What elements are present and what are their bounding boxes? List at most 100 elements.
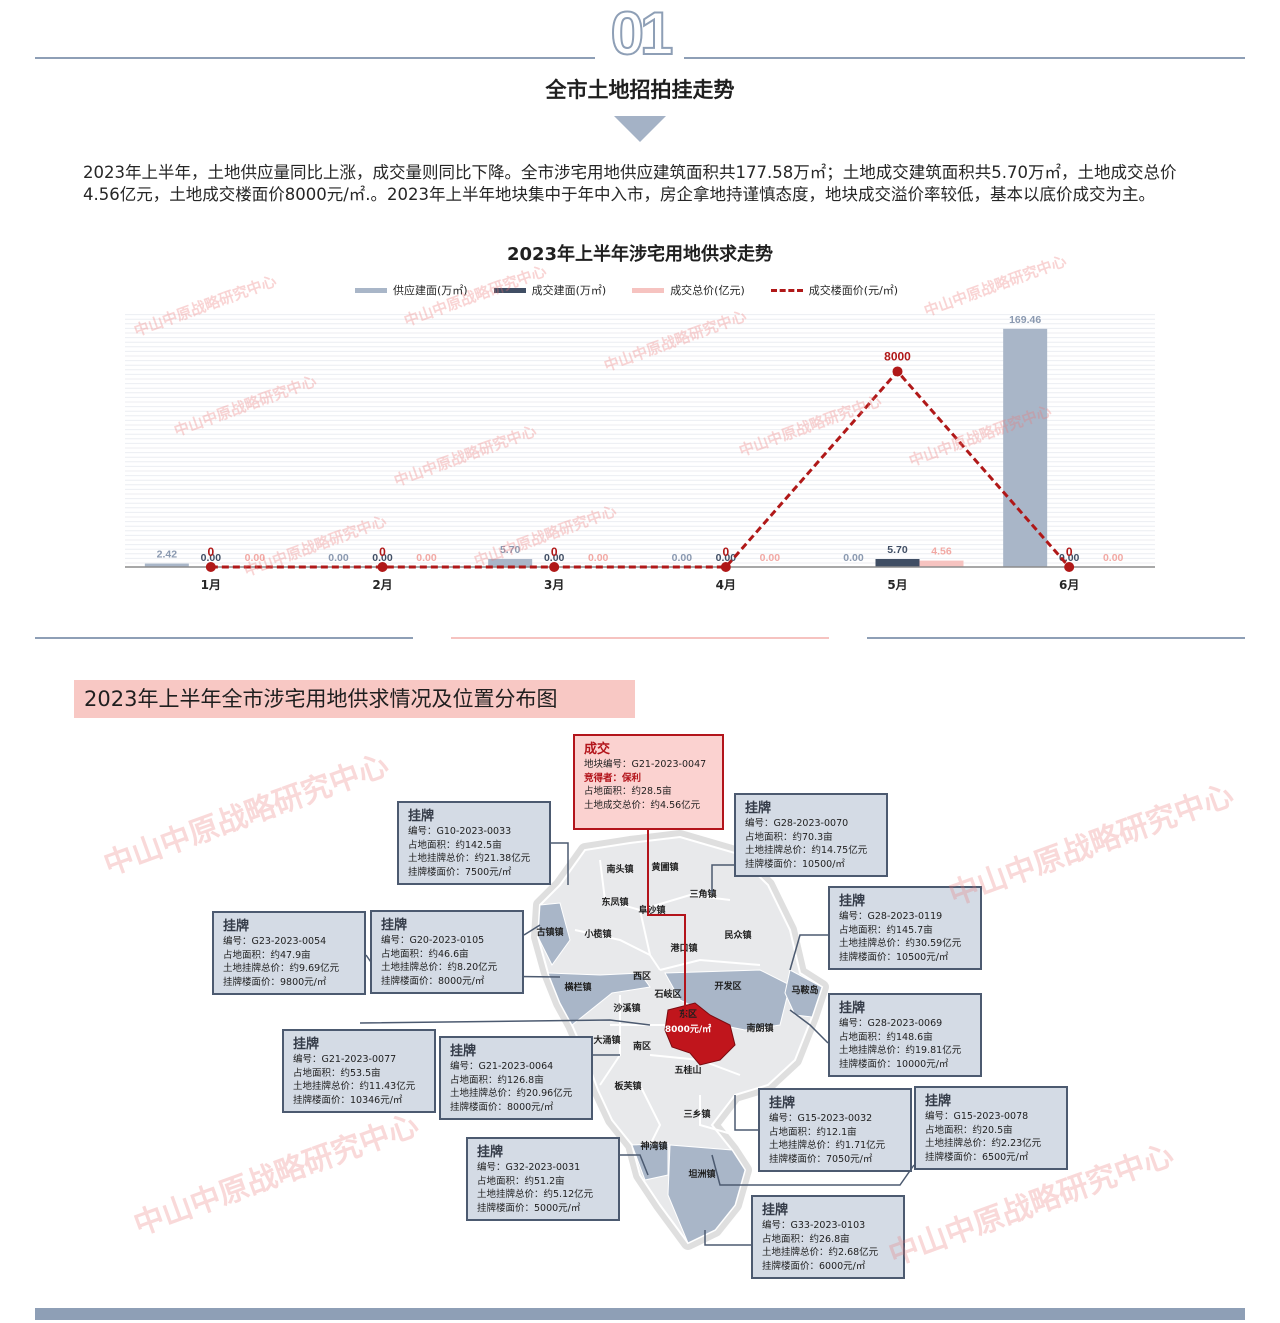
x-tick-label: 2月 <box>372 578 392 592</box>
listing-card-line: 编号：G20-2023-0105 <box>381 935 485 946</box>
bar-deal-total <box>919 560 964 567</box>
district-label: 马鞍岛 <box>791 984 818 996</box>
listing-card-line: 编号：G32-2023-0031 <box>477 1162 581 1173</box>
district-label: 三角镇 <box>689 888 716 900</box>
district-label: 东区 <box>679 1008 697 1020</box>
chart-legend: 供应建面(万㎡) 成交建面(万㎡) 成交总价(亿元) 成交楼面价(元/㎡) <box>355 282 924 298</box>
listing-card-line: 土地挂牌总价：约9.69亿元 <box>223 963 340 974</box>
legend-swatch-deal-price <box>770 288 803 292</box>
bar-data-label: 2.42 <box>157 549 178 561</box>
listing-card-line: 挂牌楼面价：7050元/㎡ <box>769 1153 873 1165</box>
region-maanda <box>784 969 823 1018</box>
line-data-label: 8000 <box>884 349 911 363</box>
listing-card-title: 挂牌 <box>839 1001 866 1016</box>
divider-right <box>867 637 1245 639</box>
title-down-arrow-icon <box>614 116 666 142</box>
legend-label-deal-price: 成交楼面价(元/㎡) <box>808 284 899 297</box>
x-tick-label: 4月 <box>716 578 736 592</box>
bar-supply <box>1003 328 1048 567</box>
line-point <box>205 562 216 572</box>
listing-card-line: 占地面积：约20.5亩 <box>925 1124 1013 1136</box>
listing-connector <box>711 864 734 893</box>
listing-card: 挂牌 编号：G20-2023-0105 占地面积：约46.6亩 土地挂牌总价：约… <box>370 910 524 994</box>
district-label: 黄圃镇 <box>651 861 678 873</box>
legend-item-deal-price: 成交楼面价(元/㎡) <box>770 282 899 298</box>
listing-card-line: 占地面积：约51.2亩 <box>477 1175 565 1187</box>
district-boundary <box>599 859 641 911</box>
listing-card-line: 挂牌楼面价：10000元/㎡ <box>839 1058 949 1070</box>
deal-price-label: 8000元/㎡ <box>665 1023 711 1035</box>
line-point <box>720 562 731 572</box>
listing-card-line: 挂牌楼面价：6500元/㎡ <box>925 1151 1029 1163</box>
line-data-label: 0 <box>551 545 558 559</box>
district-label: 石岐区 <box>653 988 681 1000</box>
deal-card-title: 成交 <box>584 742 611 757</box>
line-point <box>1064 562 1075 572</box>
listing-card-line: 土地挂牌总价：约11.43亿元 <box>293 1081 416 1092</box>
deal-card-line: 地块编号：G21-2023-0047 <box>584 759 707 770</box>
listing-card-line: 土地挂牌总价：约2.68亿元 <box>762 1247 879 1258</box>
listing-card-line: 占地面积：约145.7亩 <box>839 924 933 936</box>
x-tick-label: 5月 <box>887 578 907 592</box>
listing-card-line: 挂牌楼面价：10346元/㎡ <box>293 1094 403 1106</box>
listing-card-title: 挂牌 <box>408 809 435 824</box>
listing-card: 挂牌 编号：G21-2023-0064 占地面积：约126.8亩 土地挂牌总价：… <box>439 1036 593 1120</box>
listing-card-title: 挂牌 <box>223 919 250 934</box>
district-label: 大涌镇 <box>593 1034 620 1046</box>
district-boundary <box>699 1095 736 1136</box>
listing-card: 挂牌 编号：G21-2023-0077 占地面积：约53.5亩 土地挂牌总价：约… <box>282 1029 436 1113</box>
bar-data-label: 169.46 <box>1009 314 1041 326</box>
legend-label-deal-area: 成交建面(万㎡) <box>531 284 607 297</box>
listing-card-line: 占地面积：约26.8亩 <box>762 1233 850 1245</box>
listing-card-line: 土地挂牌总价：约14.75亿元 <box>745 845 868 856</box>
listing-card: 挂牌 编号：G15-2023-0078 占地面积：约20.5亩 土地挂牌总价：约… <box>914 1086 1068 1170</box>
line-point <box>377 562 388 572</box>
line-data-label: 0 <box>207 545 214 559</box>
legend-label-supply: 供应建面(万㎡) <box>393 284 468 297</box>
listing-connector <box>789 1009 829 1044</box>
listing-card-line: 土地挂牌总价：约2.23亿元 <box>925 1138 1042 1149</box>
listing-card-line: 占地面积：约12.1亩 <box>769 1126 857 1138</box>
district-label: 民众镇 <box>724 929 751 941</box>
bar-data-label: 4.56 <box>931 546 952 558</box>
deal-parcel <box>664 1002 736 1066</box>
listing-connector <box>523 924 541 936</box>
listing-card: 挂牌 编号：G23-2023-0054 占地面积：约47.9亩 土地挂牌总价：约… <box>212 911 366 995</box>
deal-card-line: 占地面积：约28.5亩 <box>584 786 672 797</box>
region-tanzhou <box>667 1144 746 1244</box>
legend-swatch-deal-area <box>493 287 526 293</box>
divider-left <box>35 637 413 639</box>
listing-card-line: 编号：G23-2023-0054 <box>223 936 327 947</box>
district-label: 东凤镇 <box>601 896 628 908</box>
line-data-label: 0 <box>1066 545 1073 559</box>
line-deal-price <box>210 369 1071 569</box>
legend-item-deal-total: 成交总价(亿元) <box>632 282 745 298</box>
district-label: 板芙镇 <box>614 1080 641 1092</box>
district-label: 开发区 <box>714 980 741 992</box>
region-gu-zhen <box>537 902 571 966</box>
district-label: 阜沙镇 <box>638 904 665 916</box>
district-boundary <box>639 893 731 911</box>
district-label: 南区 <box>633 1040 651 1052</box>
bar-data-label: 0.00 <box>760 552 781 564</box>
listing-card-line: 编号：G15-2023-0032 <box>769 1113 873 1124</box>
x-tick-label: 6月 <box>1059 578 1079 592</box>
listing-card-title: 挂牌 <box>477 1145 504 1160</box>
district-label: 古镇镇 <box>536 926 563 938</box>
bar-data-label: 0.00 <box>245 552 266 564</box>
listing-card-line: 挂牌楼面价：8000元/㎡ <box>450 1101 554 1113</box>
bar-data-label: 0.00 <box>201 552 222 564</box>
district-label: 南头镇 <box>606 863 633 875</box>
listing-card: 挂牌 编号：G28-2023-0069 占地面积：约148.6亩 土地挂牌总价：… <box>828 993 982 1077</box>
listing-card-line: 挂牌楼面价：10500元/㎡ <box>839 951 949 963</box>
line-point <box>892 366 903 377</box>
x-tick-label: 3月 <box>544 578 564 592</box>
listing-card-title: 挂牌 <box>745 801 772 816</box>
listing-card-title: 挂牌 <box>839 894 866 909</box>
bar-data-label: 0.00 <box>328 552 349 564</box>
listing-card-title: 挂牌 <box>450 1044 477 1059</box>
listing-card: 挂牌 编号：G32-2023-0031 占地面积：约51.2亩 土地挂牌总价：约… <box>466 1137 620 1221</box>
district-label: 三乡镇 <box>683 1108 710 1120</box>
bar-deal-area <box>875 558 920 567</box>
